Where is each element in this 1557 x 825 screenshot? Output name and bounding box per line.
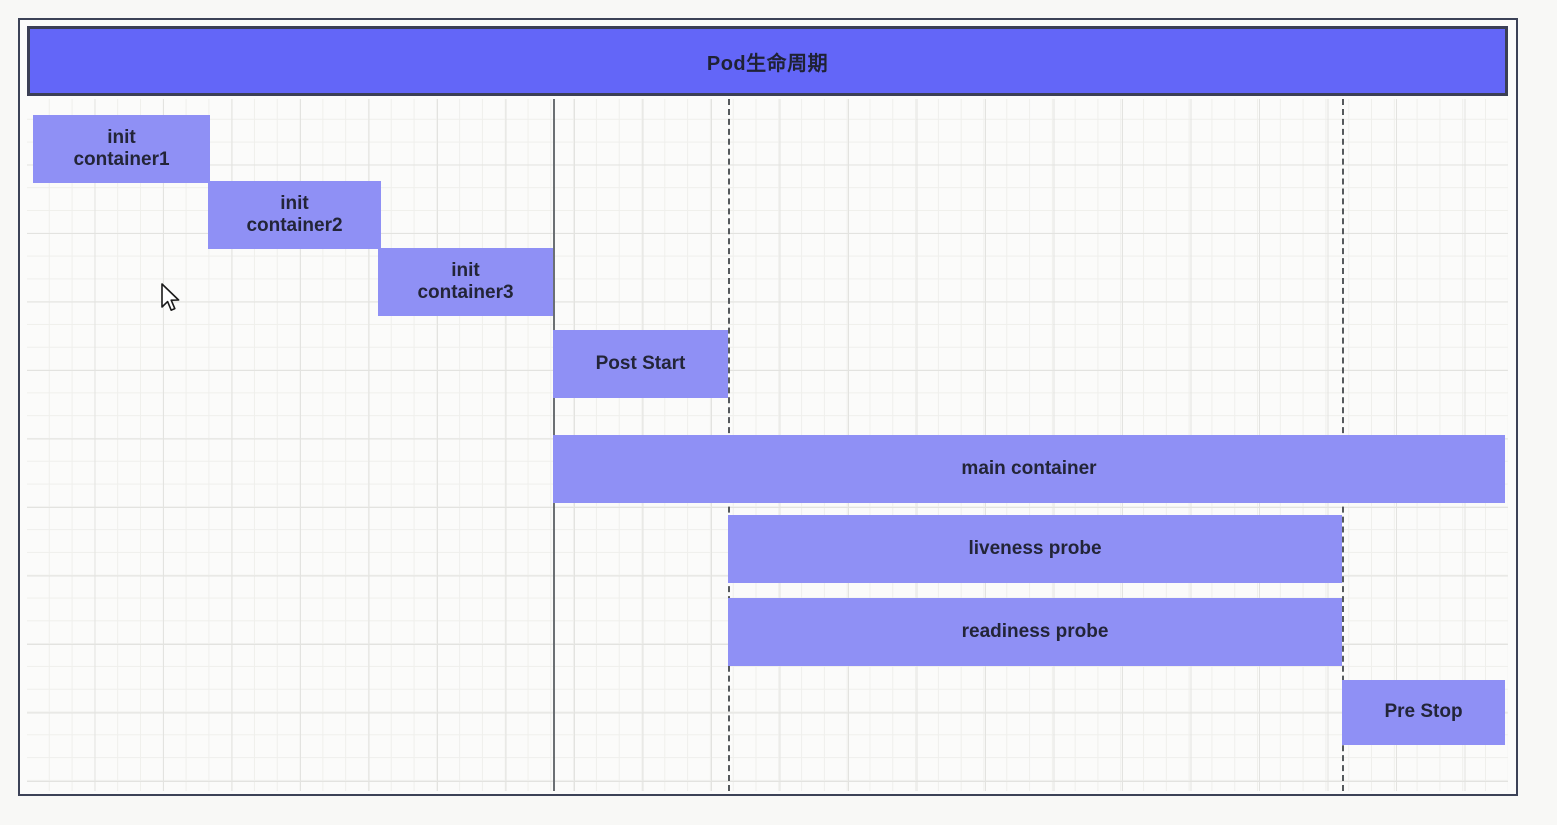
task-bar-label: liveness probe <box>968 537 1102 559</box>
diagram-title-bar: Pod生命周期 <box>27 26 1508 96</box>
task-bar-pre-stop[interactable]: Pre Stop <box>1342 680 1505 745</box>
task-bar-label: main container <box>961 457 1097 479</box>
task-bar-label: Pre Stop <box>1384 701 1463 723</box>
page-title: Pod生命周期 <box>706 52 829 75</box>
task-bar-label: Post Start <box>595 352 686 374</box>
task-bar-label: init container1 <box>73 126 170 170</box>
task-bar-readiness-probe[interactable]: readiness probe <box>728 598 1342 666</box>
task-bar-label: init container2 <box>246 192 343 236</box>
task-bar-label: init container3 <box>417 259 514 303</box>
task-bar-init-container-1[interactable]: init container1 <box>33 115 210 183</box>
task-bar-init-container-3[interactable]: init container3 <box>378 248 553 316</box>
task-bar-main-container[interactable]: main container <box>553 435 1505 503</box>
gantt-grid-area: init container1 init container2 init conta… <box>27 99 1508 791</box>
task-bar-post-start[interactable]: Post Start <box>553 330 728 398</box>
task-bar-init-container-2[interactable]: init container2 <box>208 181 381 249</box>
task-bar-liveness-probe[interactable]: liveness probe <box>728 515 1342 583</box>
task-bar-label: readiness probe <box>961 620 1109 642</box>
